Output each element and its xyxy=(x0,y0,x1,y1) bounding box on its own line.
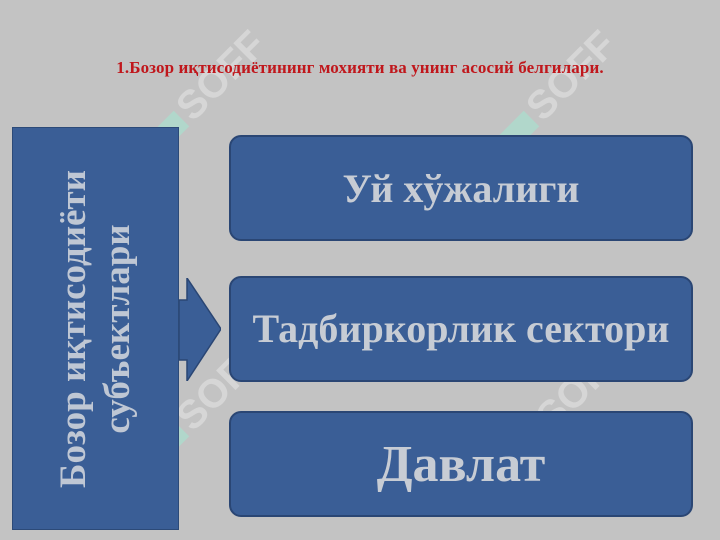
household-label: Уй хўжалиги xyxy=(342,165,580,211)
household-box: Уй хўжалиги xyxy=(229,135,693,241)
state-label: Давлат xyxy=(376,435,546,493)
market-subjects-line1: Бозор иқтисодиёти xyxy=(52,169,94,488)
business-sector-label: Тадбиркорлик сектори xyxy=(252,306,670,351)
market-subjects-box: Бозор иқтисодиёти субъектлари xyxy=(12,127,179,530)
right-arrow-icon xyxy=(179,278,221,381)
slide-title: 1.Бозор иқтисодиётининг мохияти ва унинг… xyxy=(116,58,604,77)
market-subjects-label: Бозор иқтисодиёти субъектлари xyxy=(52,133,140,525)
business-sector-box: Тадбиркорлик сектори xyxy=(229,276,693,382)
market-subjects-line2: субъектлари xyxy=(96,223,138,434)
state-box: Давлат xyxy=(229,411,693,517)
